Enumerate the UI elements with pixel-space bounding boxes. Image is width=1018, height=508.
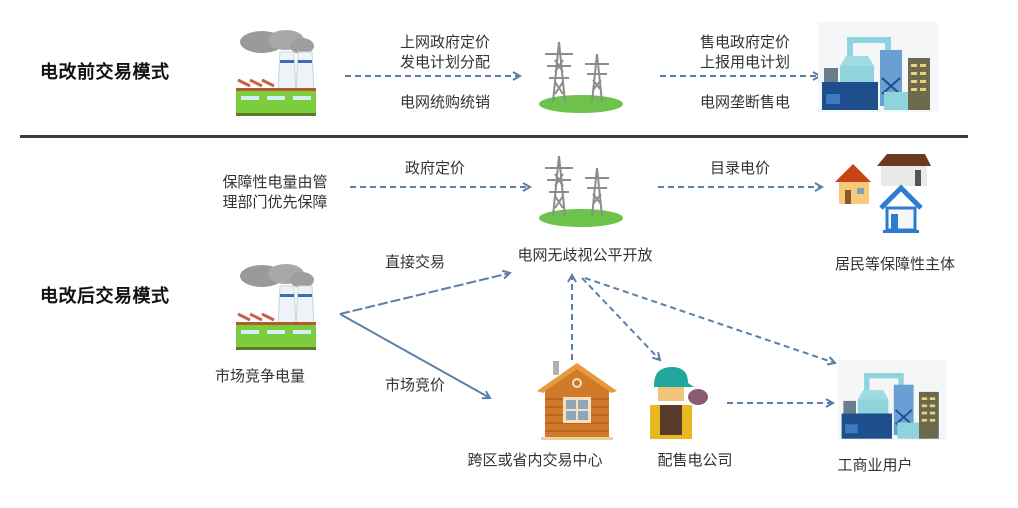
industrial-building-icon: [818, 22, 938, 112]
arrow-grid-to-industrial: [584, 277, 835, 363]
arrow-grid-to-retail: [581, 277, 660, 360]
residential-label: 居民等保障性主体: [834, 255, 955, 273]
edge2-label-line1: 售电政府定价: [699, 33, 790, 51]
transmission-tower-icon: [539, 41, 623, 113]
retail-company-label: 配售电公司: [657, 451, 733, 469]
arrow-direct-trade: [339, 273, 510, 315]
section-divider: [20, 135, 968, 138]
guaranteed-source-label: 保障性电量由管 理部门优先保障: [205, 172, 345, 212]
residential-houses-icon: [835, 154, 931, 233]
market-bidding-label: 市场竞价: [384, 376, 445, 394]
market-power-plant-icon: [236, 264, 316, 350]
exchange-center-label: 跨区或省内交易中心: [467, 451, 603, 469]
industrial-users-icon: [838, 359, 946, 441]
arrow-market-bidding: [339, 313, 490, 398]
industrial-users-label: 工商业用户: [837, 456, 913, 474]
grid-open-label: 电网无歧视公平开放: [517, 246, 653, 264]
exchange-center-cabin-icon: [537, 361, 617, 440]
edge1-label-line1: 上网政府定价: [399, 33, 490, 51]
power-plant-icon: [236, 30, 316, 116]
section-title-after: 电改后交易模式: [40, 286, 170, 307]
guaranteed-line2: 理部门优先保障: [222, 193, 328, 211]
direct-trade-label: 直接交易: [384, 253, 445, 271]
edge1-label-line2: 发电计划分配: [399, 53, 490, 71]
edge1-label-bottom: 电网统购统销: [399, 93, 490, 111]
market-source-label: 市场竞争电量: [214, 367, 305, 385]
catalog-price-label: 目录电价: [709, 159, 770, 177]
guaranteed-line1: 保障性电量由管: [222, 173, 328, 191]
edge2-label-bottom: 电网垄断售电: [699, 93, 790, 111]
edge2-label-line2: 上报用电计划: [699, 53, 790, 71]
retail-company-worker-icon: [650, 367, 708, 439]
edge2-label-top: 售电政府定价 上报用电计划: [670, 32, 820, 72]
section-title-before: 电改前交易模式: [40, 62, 170, 83]
gov-price-label: 政府定价: [404, 159, 465, 177]
grid-tower-icon: [539, 155, 623, 227]
edge1-label-top: 上网政府定价 发电计划分配: [370, 32, 520, 72]
